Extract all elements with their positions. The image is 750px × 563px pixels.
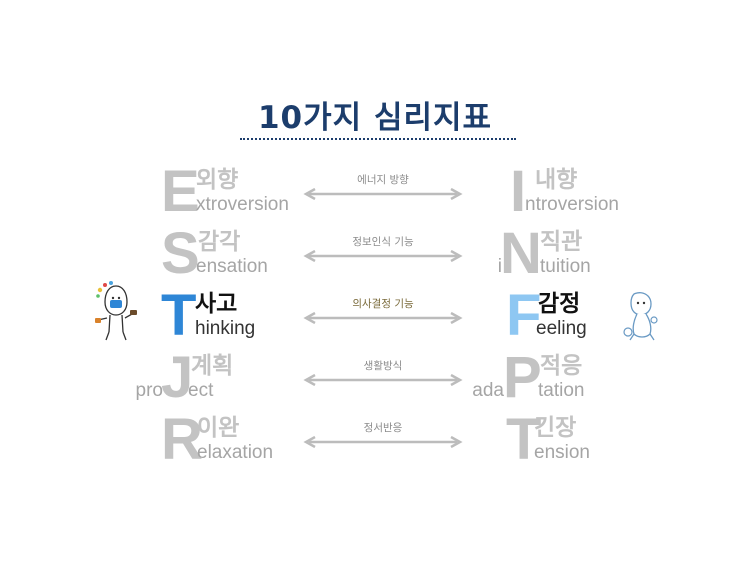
pole-initial: N	[500, 225, 542, 283]
double-arrow-icon	[303, 374, 463, 386]
right-pole: T 긴장 ension	[506, 414, 626, 470]
double-arrow-icon	[303, 188, 463, 200]
pole-korean-label: 이완	[197, 415, 239, 441]
pole-initial: E	[161, 163, 200, 221]
pole-korean-label: 감정	[538, 291, 580, 317]
dimension-connector: 정보인식 기능	[303, 228, 463, 284]
dimension-row-perception: S 감각 ensation 정보인식 기능 i N 직관 tuition	[0, 228, 750, 284]
dimension-connector: 의사결정 기능	[303, 290, 463, 346]
page-title: 10가지 심리지표	[0, 92, 750, 137]
left-pole: T 사고 hinking	[161, 290, 301, 346]
dimension-connector: 정서반응	[303, 414, 463, 470]
pole-english-label: elaxation	[197, 442, 273, 464]
dimension-label: 정서반응	[303, 420, 463, 435]
pole-prefix-label: ada	[468, 380, 504, 402]
pole-english-label: xtroversion	[196, 194, 289, 216]
pole-initial: T	[161, 287, 196, 345]
dimension-row-lifestyle: pro J 계획 ect 생활방식 ada P 적응 tation	[0, 352, 750, 408]
pole-korean-label: 외향	[196, 167, 238, 193]
pole-english-label: tuition	[540, 256, 591, 278]
right-pole: ada P 적응 tation	[468, 352, 608, 408]
pole-initial: S	[161, 225, 200, 283]
left-pole: R 이완 elaxation	[161, 414, 301, 470]
dimension-connector: 에너지 방향	[303, 166, 463, 222]
pole-english-label: ect	[188, 380, 213, 402]
left-pole: S 감각 ensation	[161, 228, 301, 284]
dimension-label: 의사결정 기능	[303, 296, 463, 311]
pole-korean-label: 직관	[540, 229, 582, 255]
left-pole: pro J 계획 ect	[133, 352, 293, 408]
dimension-row-energy: E 외향 xtroversion 에너지 방향 I 내향 ntroversion	[0, 166, 750, 222]
pole-korean-label: 적응	[540, 353, 582, 379]
pole-korean-label: 사고	[195, 291, 237, 317]
pole-english-label: ensation	[196, 256, 268, 278]
pole-korean-label: 내향	[535, 167, 577, 193]
pole-prefix-label: pro	[133, 380, 163, 402]
right-pole: I 내향 ntroversion	[510, 166, 630, 222]
pole-english-label: hinking	[195, 318, 255, 340]
title-underline	[240, 138, 516, 140]
dimension-label: 에너지 방향	[303, 172, 463, 187]
pole-english-label: ntroversion	[525, 194, 619, 216]
pole-english-label: tation	[538, 380, 584, 402]
right-pole: i N 직관 tuition	[490, 228, 630, 284]
right-pole: F 감정 eeling	[506, 290, 626, 346]
left-pole: E 외향 xtroversion	[161, 166, 301, 222]
thinking-character-icon	[92, 280, 140, 344]
double-arrow-icon	[303, 312, 463, 324]
dimension-row-emotion: R 이완 elaxation 정서반응 T 긴장 ension	[0, 414, 750, 470]
pole-initial: I	[510, 163, 526, 221]
double-arrow-icon	[303, 250, 463, 262]
dimension-label: 정보인식 기능	[303, 234, 463, 249]
double-arrow-icon	[303, 436, 463, 448]
pole-korean-label: 긴장	[534, 415, 576, 441]
pole-initial: P	[503, 349, 542, 407]
dimension-connector: 생활방식	[303, 352, 463, 408]
pole-korean-label: 계획	[191, 353, 233, 379]
pole-english-label: ension	[534, 442, 590, 464]
dimension-label: 생활방식	[303, 358, 463, 373]
pole-english-label: eeling	[536, 318, 587, 340]
pole-korean-label: 감각	[198, 229, 240, 255]
feeling-character-icon	[622, 290, 662, 344]
